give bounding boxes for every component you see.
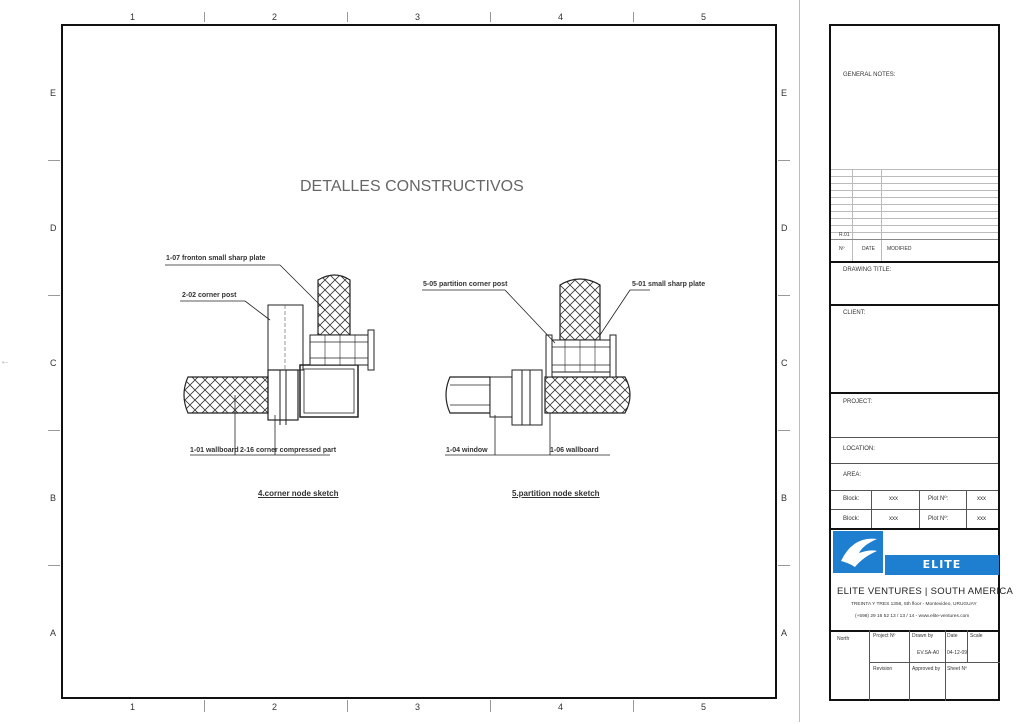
north-label: North: [837, 636, 850, 642]
grid-tick: [490, 700, 491, 712]
row-label-right: B: [781, 493, 788, 503]
rev-header-modified: MODIFIED: [887, 246, 912, 252]
label-partition-post: 5-05 partition corner post: [423, 281, 508, 288]
grid-tick: [633, 12, 634, 22]
row-label-right: A: [781, 628, 788, 638]
column-label-bottom: 4: [558, 702, 564, 712]
drawing-area: [61, 24, 777, 699]
area-label: AREA:: [843, 472, 862, 478]
caption-partition-node: 5.partition node sketch: [512, 489, 600, 498]
company-name: ELITE VENTURES | SOUTH AMERICA: [837, 586, 1014, 597]
column-label-top: 5: [701, 12, 707, 22]
row-label-right: C: [781, 358, 788, 368]
column-label-top: 4: [558, 12, 564, 22]
construction-sketches: [165, 264, 650, 456]
eagle-logo-icon: [833, 531, 883, 573]
grid-tick: [48, 430, 60, 431]
label-corner-post: 2-02 corner post: [182, 292, 237, 299]
grid-tick: [778, 430, 790, 431]
label-window: 1-04 window: [446, 447, 488, 454]
date-value: 04-12-09: [947, 650, 968, 656]
row-label-left: A: [50, 628, 57, 638]
grid-tick: [778, 295, 790, 296]
drawn-by-label: Drawn by: [912, 633, 934, 639]
corner-node-sketch: [165, 264, 375, 456]
column-label-top: 2: [272, 12, 278, 22]
logo-wordmark: ELITE VENTURES: [885, 555, 999, 591]
column-label-bottom: 5: [701, 702, 707, 712]
block-label-1: Block:: [843, 496, 860, 502]
column-label-bottom: 3: [415, 702, 421, 712]
client-label: CLIENT:: [843, 310, 866, 316]
drawing-title: DETALLES CONSTRUCTIVOS: [300, 178, 524, 195]
row-label-right: D: [781, 223, 788, 233]
rev-header-no: Nº: [839, 246, 845, 252]
column-label-top: 3: [415, 12, 421, 22]
grid-tick: [490, 12, 491, 22]
grid-tick: [633, 700, 634, 712]
caption-corner-node: 4.corner node sketch: [258, 489, 339, 498]
location-label: LOCATION:: [843, 446, 875, 452]
grid-tick: [778, 160, 790, 161]
column-label-bottom: 2: [272, 702, 278, 712]
label-compressed-part: 2-16 corner compressed part: [240, 447, 337, 454]
column-label-bottom: 1: [130, 702, 136, 712]
rev-header-date: DATE: [862, 246, 875, 252]
block-label-2: Block:: [843, 516, 860, 522]
grid-tick: [204, 700, 205, 712]
revision-label: Revision: [873, 666, 893, 672]
block-value-2: xxx: [889, 516, 898, 522]
grid-tick: [48, 565, 60, 566]
revision-row: R.01: [839, 232, 850, 238]
company-address: TREINTA Y TRES 1356, 5th floor - Montevi…: [851, 602, 977, 607]
partition-node-sketch: [422, 278, 650, 456]
grid-tick: [347, 700, 348, 712]
plot-label-2: Plot Nº:: [928, 516, 949, 522]
project-no-label: Project Nº: [873, 633, 896, 639]
row-label-left: E: [50, 88, 57, 98]
project-no-value: EV.SA-A0: [917, 650, 940, 656]
grid-tick: [778, 565, 790, 566]
title-block: GENERAL NOTES: R.01 Nº DATE MODIFIED DRA…: [829, 24, 1013, 701]
plot-value-2: xxx: [977, 516, 986, 522]
label-wallboard: 1-01 wallboard: [190, 447, 239, 454]
sheet-frame: [799, 0, 800, 722]
project-label: PROJECT:: [843, 399, 873, 405]
grid-tick: [48, 160, 60, 161]
label-sharp-plate: 5-01 small sharp plate: [632, 281, 706, 288]
grid-tick: [347, 12, 348, 22]
company-contact: (+598) 29 16 52 13 / 13 / 14 - www.elite…: [855, 614, 970, 619]
arrow-left-icon: ←: [0, 356, 10, 367]
approved-by-label: Approved by: [912, 666, 941, 672]
plot-value-1: xxx: [977, 496, 986, 502]
grid-tick: [204, 12, 205, 22]
grid-tick: [48, 295, 60, 296]
scale-label: Scale: [970, 633, 983, 639]
company-logo: ELITE VENTURES: [833, 531, 999, 591]
label-fronton-plate: 1-07 fronton small sharp plate: [166, 255, 266, 262]
sheet-no-label: Sheet Nº: [947, 666, 967, 672]
date-label: Date: [947, 633, 958, 639]
block-value-1: xxx: [889, 496, 898, 502]
plot-label-1: Plot Nº:: [928, 496, 949, 502]
row-label-right: E: [781, 88, 788, 98]
row-label-left: B: [50, 493, 57, 503]
column-label-top: 1: [130, 12, 136, 22]
drawing-title-label: DRAWING TITLE:: [843, 267, 892, 273]
row-label-left: C: [50, 358, 57, 368]
label-wallboard-right: 1-06 wallboard: [550, 447, 599, 454]
general-notes-label: GENERAL NOTES:: [843, 72, 896, 78]
row-label-left: D: [50, 223, 57, 233]
